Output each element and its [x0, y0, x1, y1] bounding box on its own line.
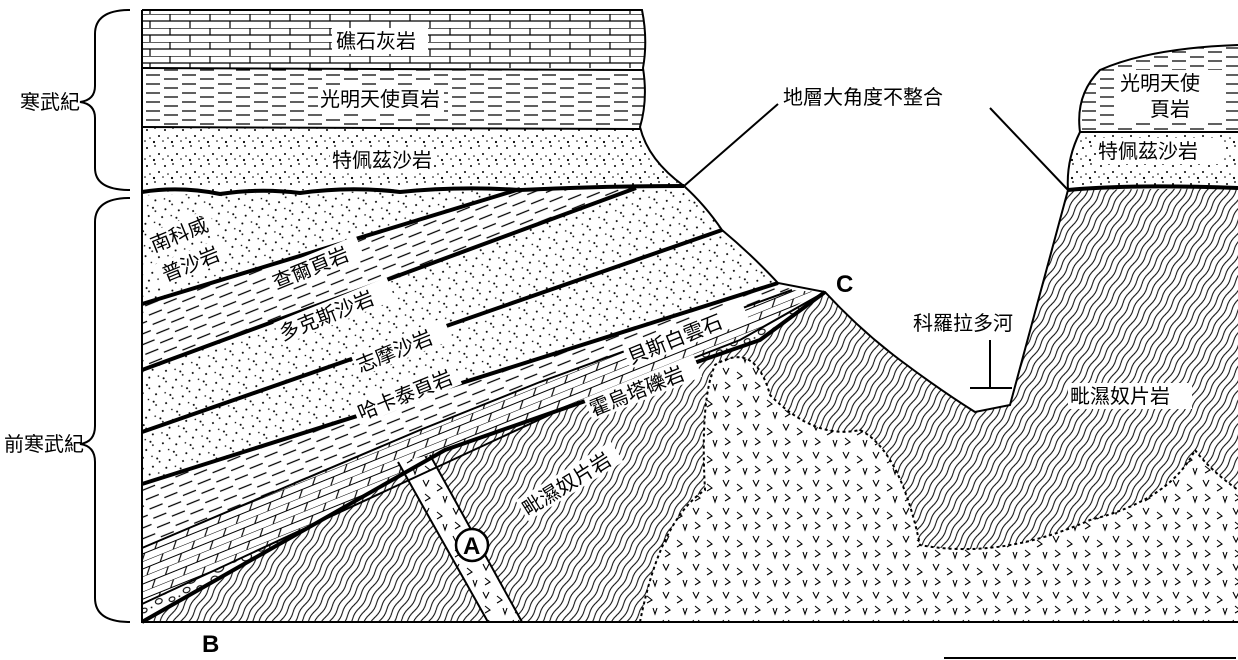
bright-angel-right-label-line-2: 頁岩 [1150, 97, 1190, 121]
cambrian-bracket [79, 9, 131, 191]
river-label: 科羅拉多河 [913, 311, 1013, 335]
unconformity-leader-left [683, 103, 779, 187]
point-a-label: A [463, 533, 480, 560]
cambrian-label: 寒武紀 [20, 90, 80, 114]
precambrian-label: 前寒武紀 [4, 432, 84, 456]
vishnu-schist-right-label: 毗濕奴片岩 [1070, 384, 1170, 408]
granite-intrusion [640, 357, 1238, 622]
tapeats-sandstone-left-label: 特佩茲沙岩 [332, 148, 432, 172]
vishnu-schist-basement [142, 188, 1238, 622]
bright-angel-left-label-box: 光明天使頁岩 [318, 86, 444, 112]
unconformity-label: 地層大角度不整合 [783, 85, 943, 109]
tapeats-right-label: 特佩茲沙岩 [1098, 139, 1198, 163]
reef-limestone-label-box: 礁石灰岩 [332, 28, 428, 54]
colorado-river [975, 388, 1010, 399]
tapeats-right-label-box: 特佩茲沙岩 [1096, 138, 1224, 164]
point-a-marker: A [454, 527, 490, 563]
reef-limestone-label: 礁石灰岩 [336, 29, 416, 53]
point-b-label: B [202, 631, 219, 658]
precambrian-bracket [79, 197, 131, 623]
vishnu-schist-right-label-box: 毗濕奴片岩 [1068, 383, 1192, 409]
tapeats-left-label-box: 特佩茲沙岩 [330, 147, 434, 173]
bright-angel-right-label-box: 光明天使 頁岩 [1118, 70, 1224, 122]
bright-angel-shale-left-label: 光明天使頁岩 [320, 87, 440, 111]
unconformity-leader-right [989, 107, 1069, 191]
shinumo-sandstone-layer [142, 230, 778, 484]
bright-angel-right-label-line-1: 光明天使 [1120, 71, 1200, 95]
point-c-label: C [836, 271, 853, 298]
dox-sandstone-layer [142, 186, 722, 432]
